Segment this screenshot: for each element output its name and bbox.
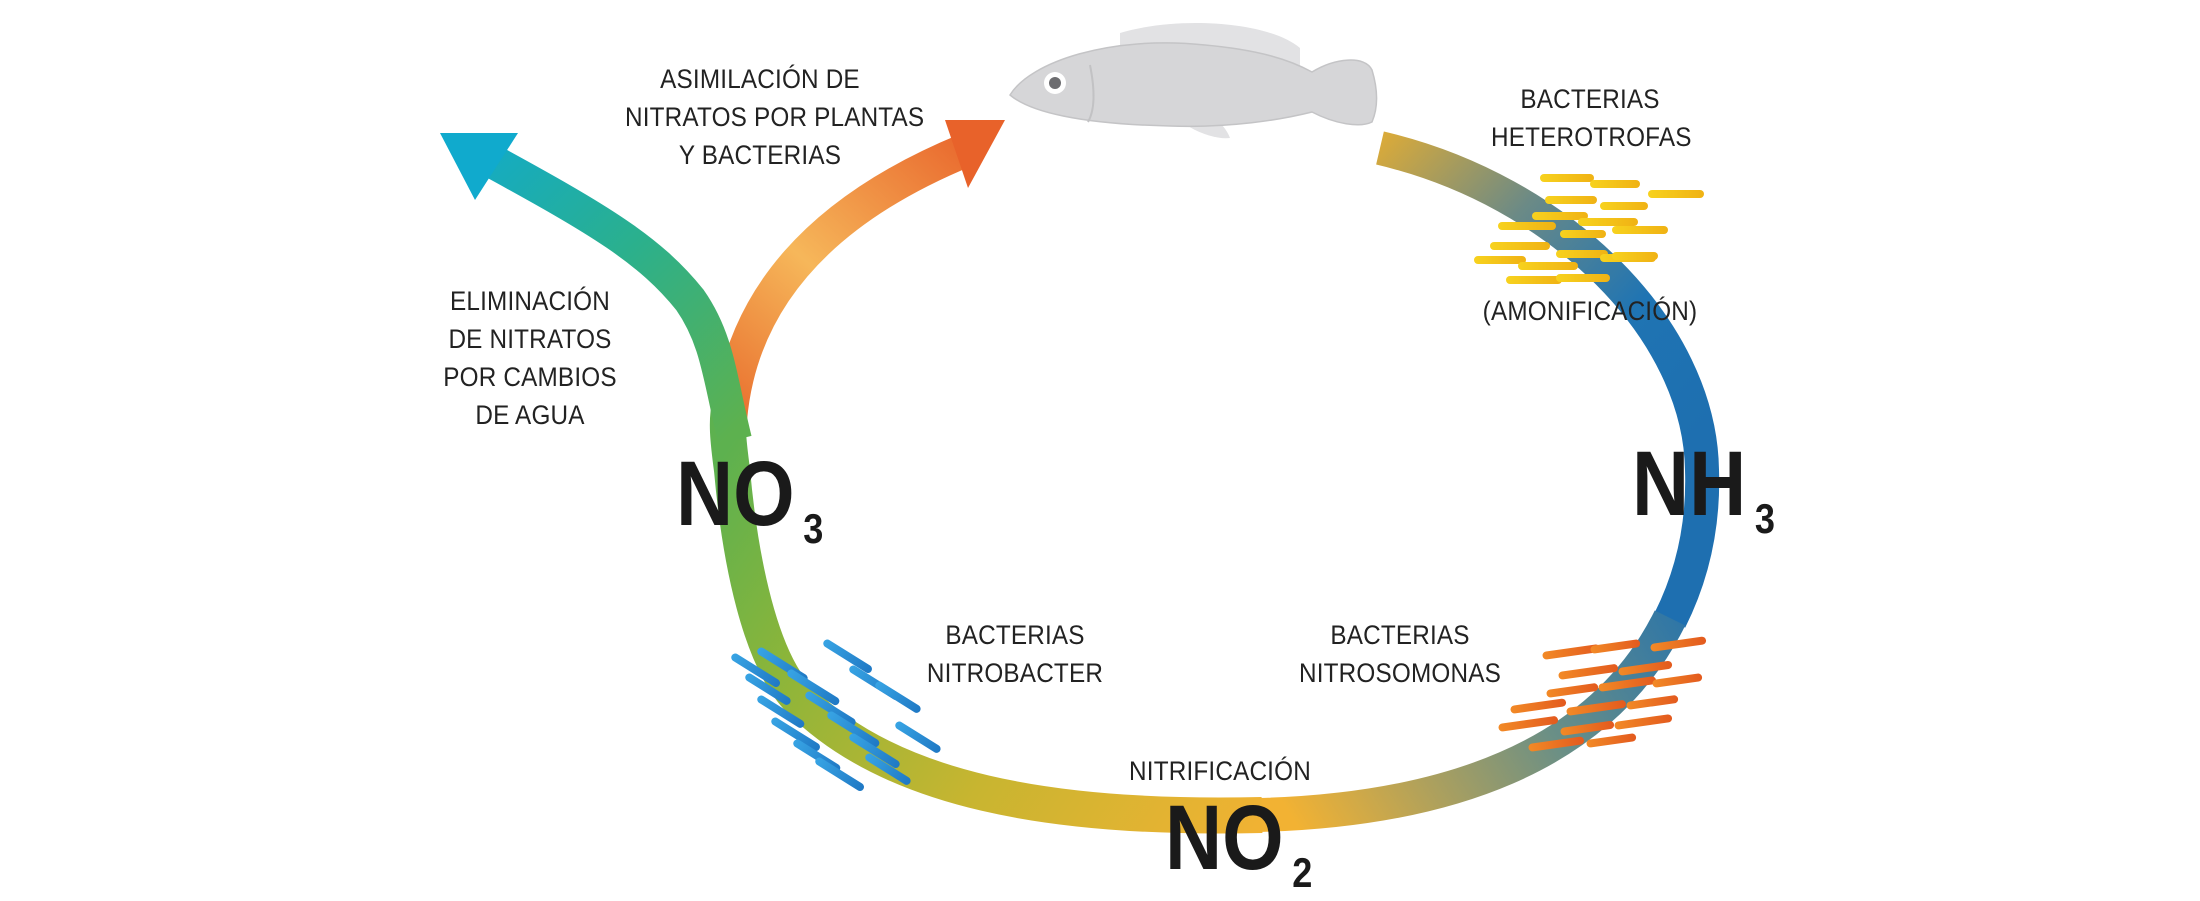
bacterium-rod — [787, 669, 840, 706]
bacterium-rod — [1566, 700, 1627, 716]
bacterium-rod — [1545, 196, 1597, 204]
arrow-assimilation-shaft — [713, 134, 973, 422]
bacterium-rod — [815, 757, 864, 791]
cycle-band-nitrobacter — [709, 400, 1263, 834]
bacterium-rod — [1652, 673, 1703, 688]
arrow-elimination-head — [440, 133, 518, 200]
bacterium-rod — [1498, 716, 1559, 732]
bacterium-rod — [1498, 222, 1556, 230]
bacterium-rod — [1542, 644, 1601, 660]
bacterium-rod — [1558, 664, 1619, 680]
bacterium-rod — [865, 753, 911, 785]
bacteria-heterotrofas-icon — [1474, 174, 1704, 284]
label-asimilacion: ASIMILACIÓN DE NITRATOS POR PLANTAS Y BA… — [625, 64, 925, 170]
bacterium-rod — [1612, 252, 1658, 260]
bacterium-rod — [827, 711, 880, 748]
bacterium-rod — [1560, 721, 1615, 736]
bacterium-rod — [1600, 202, 1648, 210]
bacterium-rod — [1518, 262, 1578, 270]
arrow-elimination-shaft — [481, 145, 752, 445]
bacterium-rod — [1556, 274, 1610, 282]
label-nitrificacion: NITRIFICACIÓN — [1129, 756, 1311, 786]
label-eliminacion: ELIMINACIÓN DE NITRATOS POR CAMBIOS DE A… — [443, 286, 617, 430]
bacterium-rod — [1618, 661, 1673, 676]
bacteria-nitrobacter-icon — [731, 639, 941, 791]
bacterium-rod — [1626, 695, 1679, 710]
bacterium-rod — [1490, 242, 1550, 250]
bacterium-rod — [1598, 676, 1657, 692]
bacterium-rod — [1546, 683, 1599, 698]
bacterium-rod — [1556, 250, 1608, 258]
bacteria-nitrosomonas-icon — [1498, 636, 1707, 752]
bacterium-rod — [1586, 733, 1637, 748]
bacterium-rod — [1650, 636, 1707, 652]
bacterium-rod — [1474, 256, 1526, 264]
bacterium-rod — [1648, 190, 1704, 198]
fish-icon — [1009, 22, 1378, 139]
bacterium-rod — [731, 653, 780, 687]
bacterium-rod — [849, 733, 900, 769]
label-nitrosomonas: BACTERIAS NITROSOMONAS — [1299, 620, 1501, 688]
bacterium-rod — [1560, 230, 1606, 238]
bacterium-rod — [745, 673, 791, 705]
bacterium-rod — [875, 681, 921, 713]
bacterium-rod — [1578, 218, 1638, 226]
bacterium-rod — [895, 721, 941, 753]
bacterium-rod — [1612, 226, 1668, 234]
arrow-assimilation-head — [945, 120, 1005, 188]
bacterium-rod — [1532, 212, 1588, 220]
bacterium-rod — [805, 691, 856, 727]
label-nitrobacter: BACTERIAS NITROBACTER — [926, 620, 1104, 688]
bacterium-rod — [823, 639, 872, 673]
bacterium-rod — [1590, 639, 1641, 654]
cycle-band-ammonification — [1376, 131, 1720, 628]
bacterium-rod — [1540, 174, 1594, 182]
label-amonificacion: (AMONIFICACIÓN) — [1482, 296, 1698, 326]
bacterium-rod — [1528, 736, 1585, 752]
bacterium-rod — [771, 717, 820, 751]
bacterium-rod — [1506, 276, 1562, 284]
bacterium-rod — [1510, 698, 1567, 714]
bacterium-rod — [1590, 180, 1640, 188]
bacterium-rod — [757, 695, 805, 728]
label-heterotrofas: BACTERIAS HETEROTROFAS — [1491, 84, 1692, 152]
bacterium-rod — [1614, 714, 1673, 730]
